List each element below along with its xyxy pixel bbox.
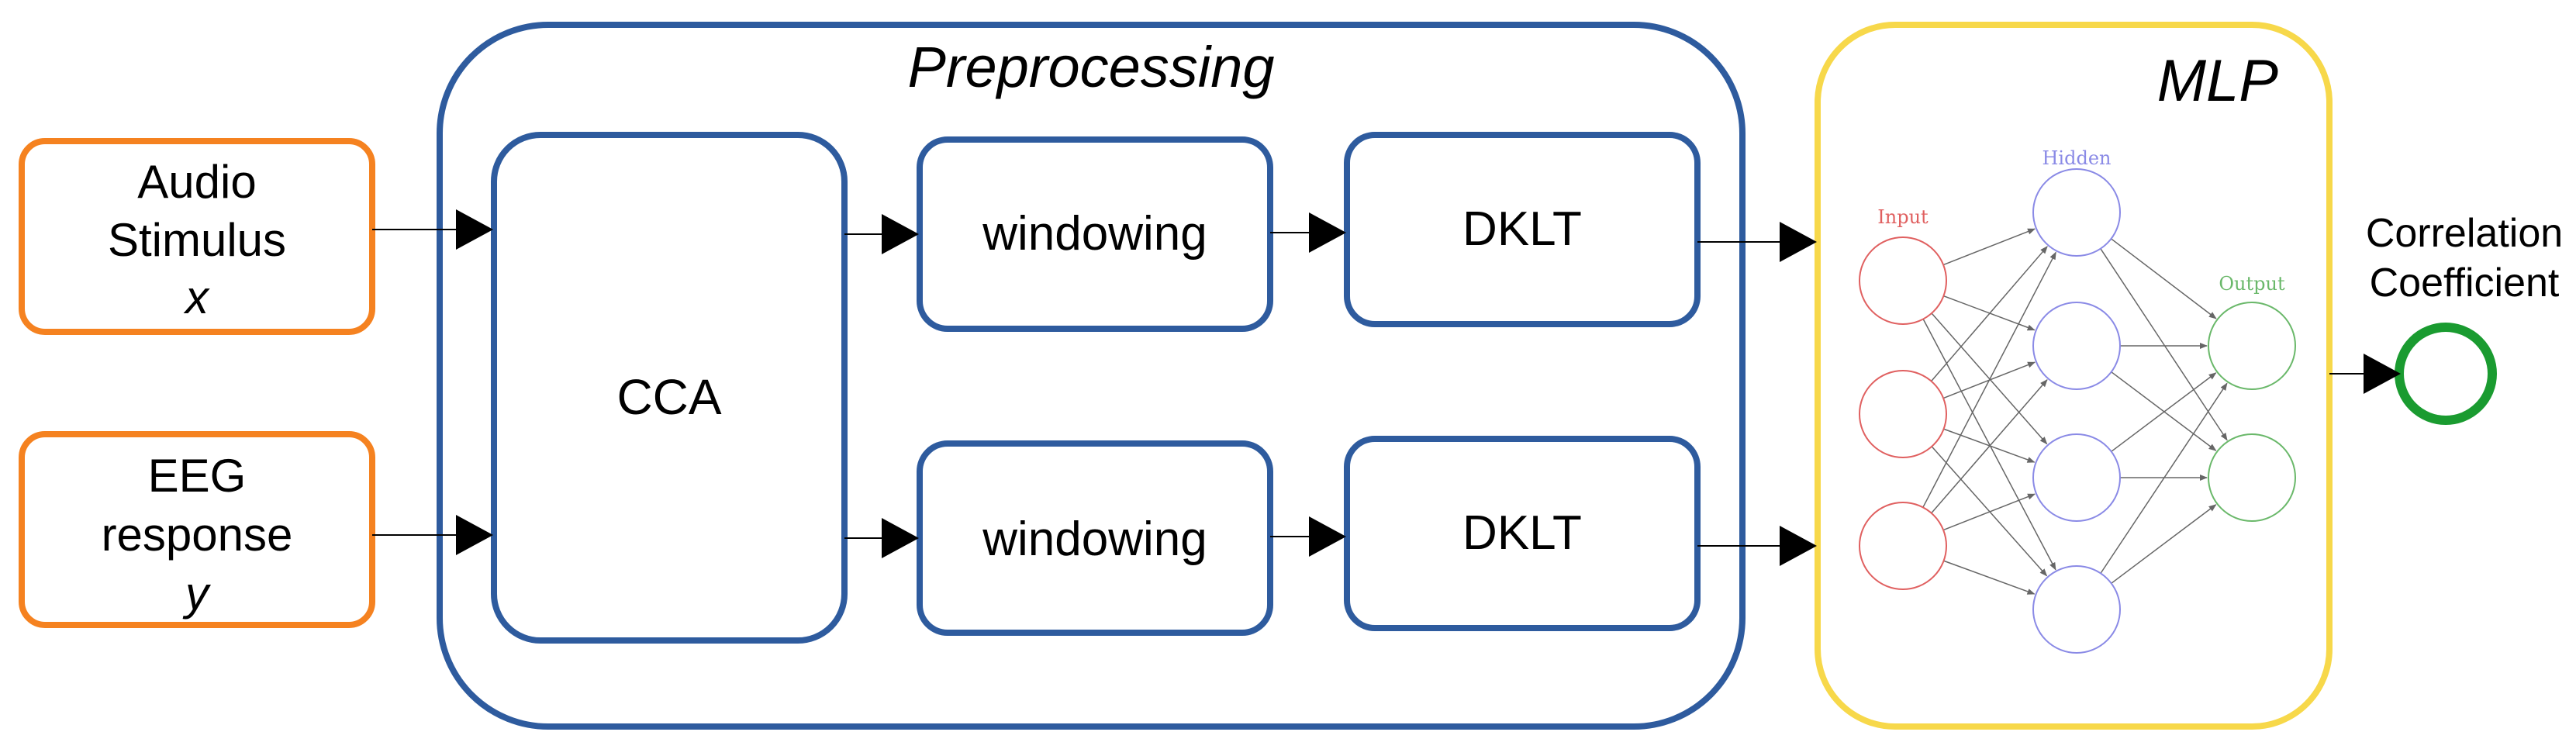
arrowhead-icon bbox=[882, 518, 919, 558]
dklt-top-label: DKLT bbox=[1462, 202, 1582, 256]
nn-output-node bbox=[2208, 302, 2296, 390]
nn-edge bbox=[1922, 319, 2056, 571]
nn-input-node bbox=[1859, 236, 1947, 325]
nn-hidden-node bbox=[2032, 168, 2121, 257]
nn-edge bbox=[2111, 504, 2217, 584]
eeg-label-line2: response bbox=[102, 509, 293, 561]
nn-edge bbox=[2111, 238, 2217, 319]
preprocessing-title: Preprocessing bbox=[907, 35, 1274, 99]
arrowhead-icon bbox=[456, 209, 493, 250]
nn-edge bbox=[1942, 228, 2036, 266]
dklt-bottom-box: DKLT bbox=[1344, 436, 1701, 631]
arrowhead-shapes bbox=[456, 209, 2401, 566]
correlation-output-circle-icon bbox=[2395, 323, 2497, 425]
nn-edge bbox=[1931, 379, 2048, 514]
windowing-top-label: windowing bbox=[982, 207, 1207, 261]
dklt-bottom-label: DKLT bbox=[1462, 506, 1582, 560]
nn-edge bbox=[2100, 248, 2228, 441]
nn-edge bbox=[2111, 372, 2217, 452]
nn-edge bbox=[1942, 493, 2036, 531]
nn-output-label: Output bbox=[2219, 273, 2285, 295]
nn-input-label: Input bbox=[1877, 206, 1929, 228]
audio-stimulus-box: Audio Stimulus x bbox=[19, 138, 375, 335]
arrowhead-icon bbox=[882, 214, 919, 254]
correlation-label-line2: Coefficient bbox=[2370, 261, 2560, 306]
arrowhead-icon bbox=[456, 515, 493, 555]
nn-hidden-node bbox=[2032, 302, 2121, 390]
correlation-label-line1: Correlation bbox=[2366, 211, 2563, 256]
nn-hidden-label: Hidden bbox=[2042, 147, 2112, 169]
nn-output-node bbox=[2208, 433, 2296, 522]
nn-nodes bbox=[1859, 168, 2296, 654]
nn-edge bbox=[1943, 295, 2036, 331]
cca-box: CCA bbox=[491, 132, 848, 644]
mlp-container: MLP bbox=[1815, 22, 2333, 730]
nn-edge bbox=[2100, 382, 2228, 574]
nn-edge bbox=[1943, 428, 2036, 463]
eeg-label-line1: EEG bbox=[148, 450, 247, 502]
arrowhead-icon bbox=[1780, 222, 1817, 262]
audio-variable: x bbox=[183, 271, 210, 323]
arrowhead-icon bbox=[1309, 516, 1346, 557]
nn-edge bbox=[2111, 371, 2217, 451]
nn-edge bbox=[1922, 251, 2056, 508]
windowing-bottom-box: windowing bbox=[917, 440, 1273, 636]
dklt-top-box: DKLT bbox=[1344, 132, 1701, 327]
cca-label: CCA bbox=[616, 369, 721, 425]
nn-edge bbox=[1943, 560, 2036, 595]
nn-input-node bbox=[1859, 370, 1947, 458]
preprocessing-container: Preprocessing bbox=[437, 22, 1746, 730]
arrowhead-icon bbox=[1309, 212, 1346, 253]
mlp-title: MLP bbox=[2157, 48, 2279, 114]
eeg-response-box: EEG response y bbox=[19, 431, 375, 628]
nn-hidden-node bbox=[2032, 433, 2121, 522]
arrowhead-icon bbox=[2364, 354, 2401, 394]
nn-edges bbox=[1922, 228, 2228, 595]
audio-label-line2: Stimulus bbox=[108, 214, 286, 266]
nn-input-node bbox=[1859, 502, 1947, 590]
nn-edge bbox=[1931, 446, 2048, 577]
arrowhead-icon bbox=[1780, 526, 1817, 566]
windowing-bottom-label: windowing bbox=[982, 513, 1207, 566]
windowing-top-box: windowing bbox=[917, 136, 1273, 332]
nn-hidden-node bbox=[2032, 565, 2121, 654]
nn-edge bbox=[1930, 246, 2048, 382]
eeg-variable: y bbox=[182, 568, 212, 620]
audio-label-line1: Audio bbox=[137, 156, 256, 208]
nn-edge bbox=[1931, 312, 2048, 445]
